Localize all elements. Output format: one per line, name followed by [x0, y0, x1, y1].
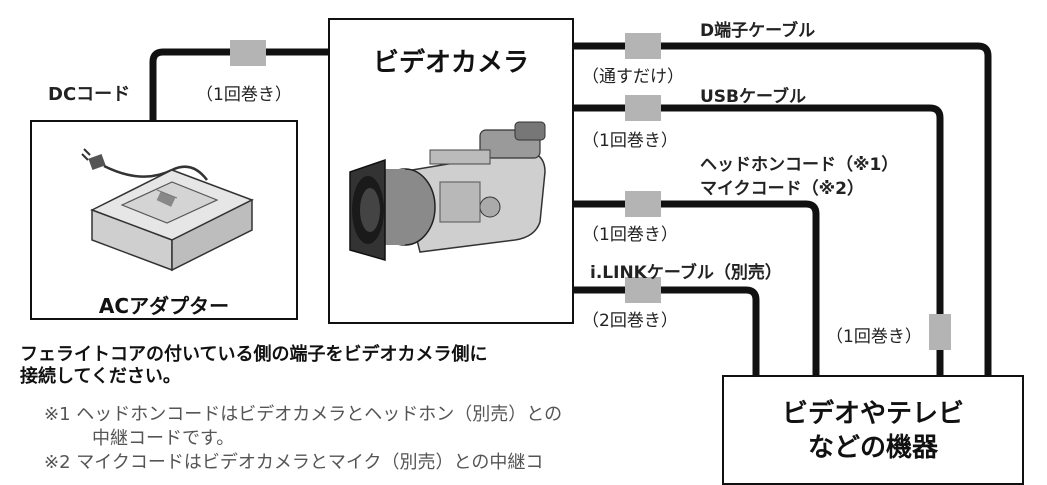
ilink-wrap-label: （2回巻き） — [582, 311, 678, 331]
d-terminal-wrap-label: （通すだけ） — [582, 67, 684, 87]
note-1-line2: 中継コードです。 — [92, 428, 235, 449]
instruction-line1: フェライトコアの付いている側の端子をビデオカメラ側に — [20, 344, 488, 365]
camera-box: ビデオカメラ — [328, 18, 574, 324]
ferrite-core-ilink — [625, 277, 661, 303]
usb-label: USBケーブル — [700, 87, 806, 107]
camera-label: ビデオカメラ — [372, 48, 529, 78]
headphone-label-line2: マイクコード（※2） — [700, 179, 865, 199]
ferrite-core-headphone — [625, 191, 661, 217]
ac-adapter-image — [81, 148, 254, 272]
dc-wrap-label: （1回巻き） — [196, 85, 292, 105]
dc-cord-line — [149, 48, 330, 122]
video-camera-image — [349, 121, 546, 261]
headphone-wrap-label: （1回巻き） — [582, 225, 678, 245]
usb-cable-line — [572, 104, 944, 375]
ferrite-core-usb — [625, 95, 661, 121]
device-box: ビデオやテレビ などの機器 — [722, 375, 1024, 485]
note-1-line1: ※1 ヘッドホンコードはビデオカメラとヘッドホン（別売）との — [44, 404, 563, 425]
device-label-line1: ビデオやテレビ — [781, 399, 964, 429]
ferrite-core-d-terminal — [625, 33, 661, 59]
ferrite-core-dc — [230, 40, 266, 66]
ilink-label: i.LINKケーブル（別売） — [590, 263, 782, 283]
usb-device-wrap-label: （1回巻き） — [826, 327, 922, 347]
ac-adapter-box: ACアダプター — [30, 120, 298, 320]
dc-cord-label: DCコード — [48, 84, 131, 105]
headphone-label-line1: ヘッドホンコード（※1） — [700, 155, 899, 175]
headphone-cord-line — [572, 200, 820, 375]
device-label-line2: などの機器 — [807, 433, 938, 463]
ilink-cable-line — [572, 286, 760, 375]
d-terminal-label: D端子ケーブル — [700, 21, 816, 41]
instruction-line2: 接続してください。 — [20, 366, 181, 387]
cable-diagram — [149, 33, 992, 375]
d-terminal-cable-line — [572, 42, 992, 375]
ac-adapter-label: ACアダプター — [98, 294, 230, 318]
ferrite-core-usb-device — [929, 314, 951, 350]
usb-wrap-label: （1回巻き） — [582, 131, 678, 151]
note-2-line1: ※2 マイクコードはビデオカメラとマイク（別売）との中継コ — [44, 452, 544, 473]
